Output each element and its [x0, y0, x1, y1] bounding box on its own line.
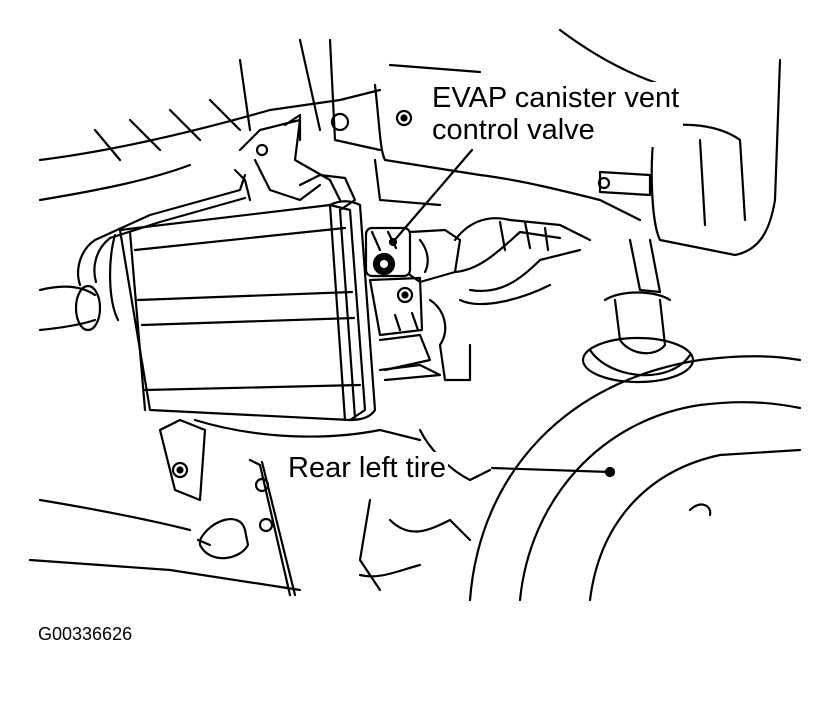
- evap-label-line2: control valve: [432, 114, 595, 147]
- tire-callout: Rear left tire: [286, 452, 448, 485]
- evap-label-line1: EVAP canister vent: [432, 82, 680, 114]
- hose-assembly: [38, 113, 357, 332]
- lower-body-frame: [28, 418, 492, 597]
- tire-label: Rear left tire: [288, 452, 446, 484]
- evap-leader-dot: [388, 237, 398, 247]
- tire-leader-dot: [604, 466, 616, 478]
- tire-leader-line: [490, 466, 612, 474]
- rear-left-tire: [468, 355, 802, 602]
- evap-leader-line: [391, 148, 474, 244]
- vent-control-valve: [364, 226, 462, 382]
- evap-canister: [109, 200, 377, 422]
- evap-valve-callout: EVAP canister vent control valve: [428, 82, 684, 147]
- upper-body-structure: [38, 28, 682, 222]
- vent-hoses: [428, 217, 592, 382]
- leader-lines: [388, 148, 616, 478]
- figure-id: G00336626: [38, 624, 133, 644]
